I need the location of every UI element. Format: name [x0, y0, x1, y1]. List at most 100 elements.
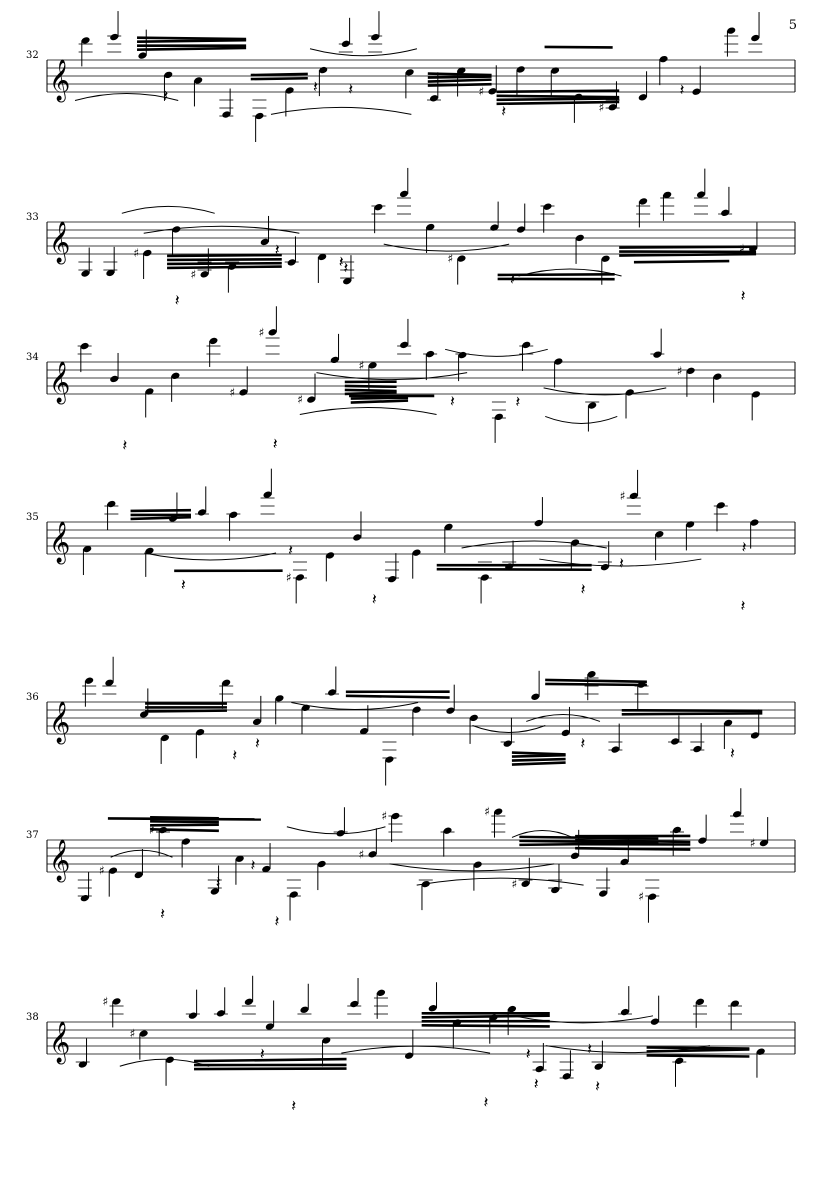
note-head: [543, 203, 552, 210]
note-head: [522, 341, 531, 349]
note-head: [374, 204, 383, 211]
beam: [137, 36, 247, 41]
beam: [511, 751, 566, 756]
rest-icon: 𝄽: [450, 391, 455, 410]
note-head: [265, 1023, 274, 1030]
beam: [137, 38, 247, 43]
note-head: [535, 1065, 544, 1073]
sharp-icon: ♯: [478, 84, 484, 98]
note-head: [724, 719, 733, 727]
note-head: [671, 738, 680, 745]
note-head: [83, 545, 92, 553]
note-head: [285, 87, 294, 94]
rest-icon: 𝄽: [730, 744, 735, 763]
beam: [250, 72, 308, 77]
note-head: [601, 255, 610, 262]
rest-icon: 𝄽: [181, 575, 186, 594]
note-head: [110, 33, 119, 41]
note-head: [428, 1005, 437, 1012]
beam: [167, 265, 282, 270]
note-head: [317, 860, 326, 868]
rest-icon: 𝄽: [679, 80, 684, 99]
beam: [575, 846, 691, 851]
note-head: [343, 277, 352, 285]
note-head: [196, 729, 205, 736]
note-head: [112, 998, 121, 1005]
note-head: [587, 671, 596, 678]
note-head: [300, 1006, 309, 1013]
rest-icon: 𝄽: [216, 873, 221, 892]
rest-icon: 𝄽: [160, 904, 165, 923]
slur: [444, 348, 548, 357]
note-head: [229, 511, 238, 518]
treble-clef-icon: 𝄞: [49, 221, 70, 264]
note-head: [727, 27, 736, 34]
slur: [518, 268, 622, 277]
slur: [121, 205, 215, 214]
beam: [344, 390, 397, 396]
beam: [427, 75, 492, 79]
note-head: [716, 502, 725, 509]
note-head: [751, 391, 761, 398]
slur: [143, 225, 300, 234]
rest-icon: 𝄽: [619, 554, 624, 573]
note-head: [85, 677, 94, 684]
beam: [150, 819, 219, 824]
note-head: [275, 695, 284, 702]
note-head: [376, 989, 386, 997]
note-head: [164, 71, 173, 79]
rest-icon: 𝄽: [343, 258, 348, 277]
note-head: [588, 402, 597, 409]
note-head: [210, 888, 219, 895]
rest-icon: 𝄽: [741, 286, 746, 305]
beam: [130, 508, 191, 513]
sharp-icon: ♯: [381, 809, 387, 823]
note-head: [507, 1005, 517, 1013]
note-head: [105, 679, 114, 686]
note-head: [446, 707, 455, 714]
note-head: [534, 519, 543, 527]
note-head: [371, 34, 380, 41]
rest-icon: 𝄽: [742, 537, 747, 556]
rest-icon: 𝄽: [163, 86, 168, 105]
note-head: [181, 838, 191, 845]
note-head: [713, 373, 722, 380]
note-head: [751, 34, 760, 42]
slur: [416, 877, 584, 886]
note-head: [457, 67, 466, 74]
beam: [511, 753, 566, 758]
sharp-icon: ♯: [512, 877, 518, 891]
note-head: [235, 855, 244, 862]
note-head: [412, 549, 421, 556]
rest-icon: 𝄽: [250, 855, 255, 874]
slur: [74, 93, 179, 101]
note-head: [457, 255, 466, 262]
note-head: [399, 190, 409, 198]
sharp-icon: ♯: [99, 864, 105, 878]
note-head: [209, 337, 218, 345]
note-head: [686, 367, 695, 374]
note-head: [307, 396, 316, 403]
beam: [646, 1054, 750, 1058]
note-head: [550, 67, 560, 74]
note-head: [426, 223, 435, 231]
note-head: [139, 711, 149, 718]
note-head: [561, 729, 570, 737]
note-head: [696, 191, 706, 198]
note-head: [692, 88, 701, 95]
sharp-icon: ♯: [447, 252, 453, 266]
beam: [167, 258, 282, 262]
slur: [286, 826, 386, 835]
note-head: [571, 539, 580, 546]
note-head: [695, 998, 705, 1006]
treble-clef-icon: 𝄞: [49, 361, 70, 404]
note-head: [400, 341, 409, 349]
note-head: [368, 362, 377, 369]
note-head: [287, 259, 296, 266]
sharp-icon: ♯: [191, 267, 197, 281]
note-head: [81, 37, 90, 44]
sharp-icon: ♯: [359, 847, 365, 861]
beam: [633, 259, 730, 264]
rest-icon: 𝄽: [291, 1096, 296, 1115]
note-head: [608, 104, 617, 111]
